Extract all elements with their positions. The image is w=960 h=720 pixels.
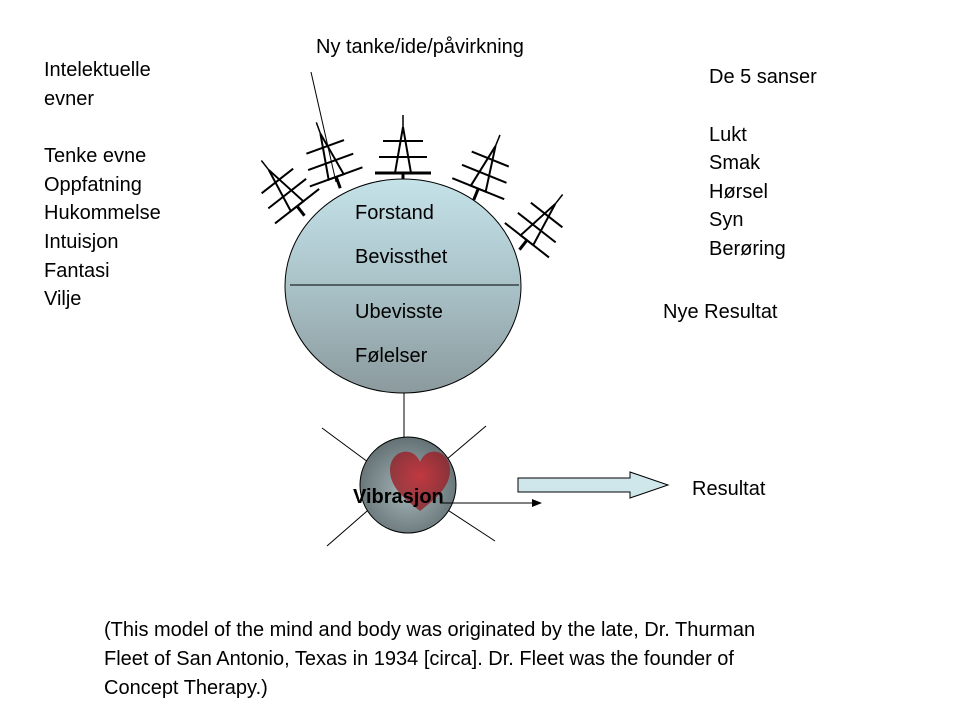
new-result-label: Nye Resultat — [663, 301, 778, 323]
antenna-1 — [260, 160, 320, 225]
antenna-2 — [306, 122, 363, 189]
thought-line — [310, 71, 337, 183]
faculty-item: Tenke evne — [44, 145, 147, 168]
attribution-caption: (This model of the mind and body was ori… — [104, 616, 904, 703]
senses-list: De 5 sanser Lukt Smak Hørsel Syn Berørin… — [709, 63, 817, 264]
sense-item: Berøring — [709, 237, 786, 260]
sense-item: Lukt — [709, 123, 747, 146]
sense-item: Smak — [709, 152, 761, 175]
caption-line: Fleet of San Antonio, Texas in 1934 [cir… — [104, 648, 734, 670]
antenna-4 — [451, 134, 510, 201]
result-arrow — [517, 471, 670, 499]
faculty-item: Oppfatning — [44, 173, 142, 196]
faculty-item: Vilje — [44, 288, 82, 311]
senses-heading: De 5 sanser — [709, 66, 817, 88]
faculties-heading-2: evner — [44, 87, 95, 110]
intellectual-faculties-list: Intelektuelle evner Tenke evne Oppfatnin… — [44, 56, 161, 314]
faculty-item: Intuisjon — [44, 230, 119, 253]
antenna-3 — [375, 115, 431, 187]
faculty-item: Hukommelse — [44, 202, 161, 225]
top-label: Ny tanke/ide/påvirkning — [316, 36, 524, 58]
sense-item: Hørsel — [709, 180, 768, 203]
faculties-heading-1: Intelektuelle — [44, 59, 151, 81]
antenna-5 — [504, 194, 564, 259]
faculty-item: Fantasi — [44, 259, 110, 282]
caption-line: Concept Therapy.) — [104, 677, 268, 699]
mind-label-consciousness: Bevissthet — [355, 246, 448, 268]
heart-icon — [390, 451, 450, 511]
caption-line: (This model of the mind and body was ori… — [104, 619, 756, 641]
sense-item: Syn — [709, 209, 744, 232]
mind-ellipse — [284, 178, 522, 394]
mind-label-understanding: Forstand — [355, 202, 434, 224]
mind-label-feelings: Følelser — [355, 345, 428, 367]
vibration-label: Vibrasjon — [353, 486, 444, 508]
result-label: Resultat — [692, 478, 766, 500]
mind-label-unconscious: Ubevisste — [355, 301, 443, 323]
